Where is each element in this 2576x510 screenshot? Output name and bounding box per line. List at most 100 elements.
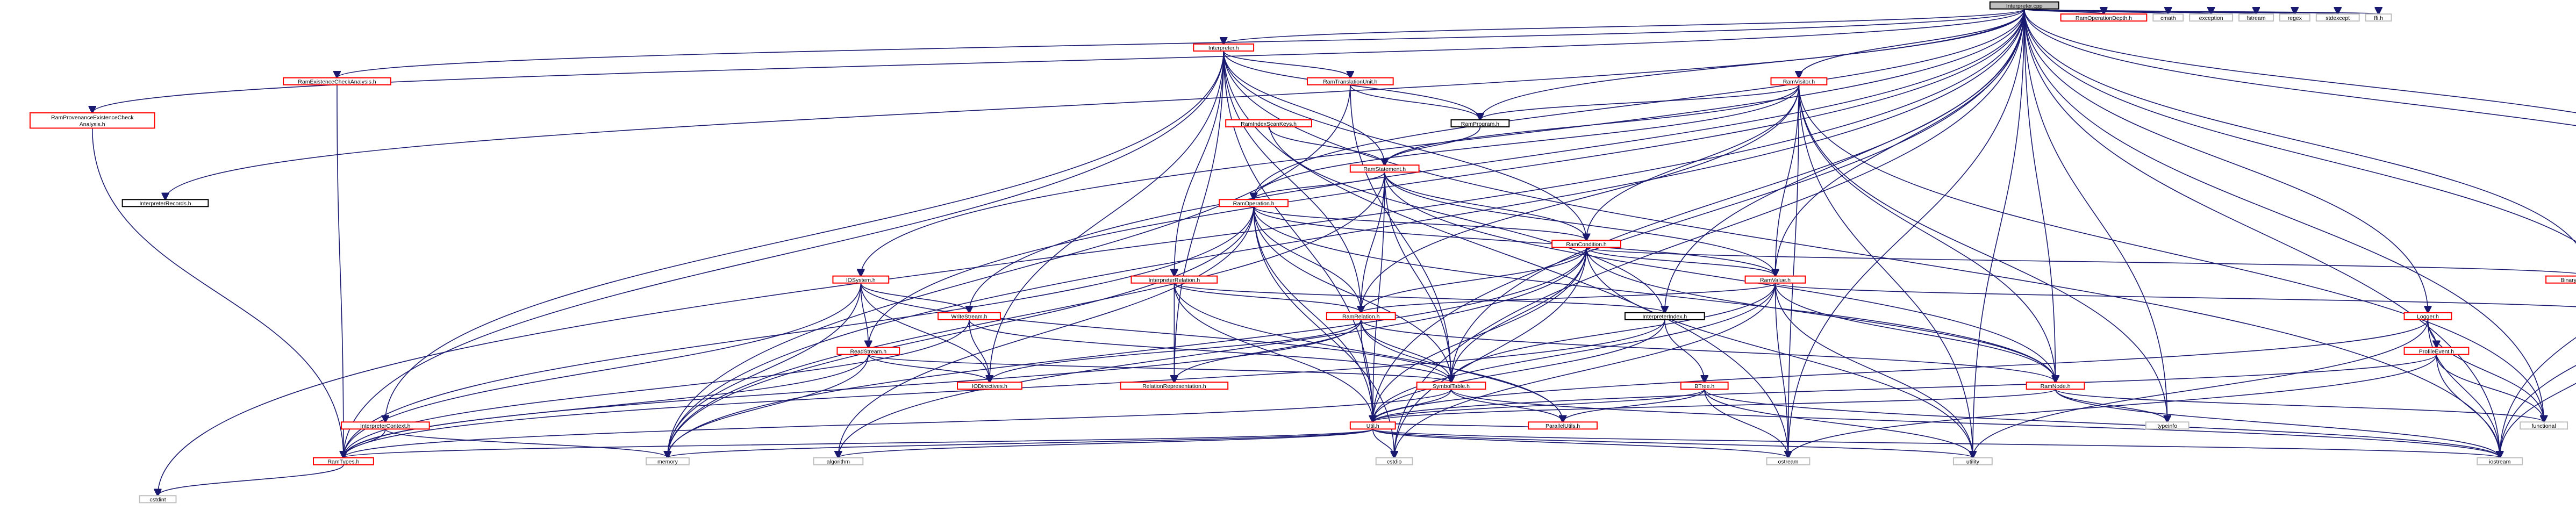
node-label: RamProvenanceExistenceCheck: [51, 114, 134, 121]
node-io-system[interactable]: IOSystem.h: [832, 275, 890, 284]
edge-interpreter_cpp-to-functional: [2023, 9, 2544, 422]
node-read-stream[interactable]: ReadStream.h: [836, 347, 900, 355]
node-logger[interactable]: Logger.h: [2403, 312, 2452, 320]
edge-interpreter_relation-to-ram_relation: [1173, 283, 1361, 313]
edge-interpreter_index-to-util: [1373, 319, 1665, 422]
edge-profile_event-to-functional: [2436, 354, 2544, 422]
edge-interpreter_cpp-to-cstdint: [158, 9, 2025, 496]
node-interpreter-relation[interactable]: InterpreterRelation.h: [1130, 275, 1218, 284]
node-ram-program[interactable]: RamProgram.h: [1450, 119, 1510, 128]
edge-interpreter_cpp-to-ram_existence_check: [337, 8, 2025, 78]
edge-ram_statement-to-symbol_table: [1384, 172, 1451, 382]
edge-ram_operation-to-ram_types: [344, 206, 1254, 457]
node-symbol-table[interactable]: SymbolTable.h: [1416, 382, 1486, 390]
node-memory: memory: [645, 457, 690, 465]
node-relation-representation[interactable]: RelationRepresentation.h: [1120, 382, 1229, 390]
node-functional: functional: [2520, 421, 2568, 430]
edge-interpreter_h-to-ram_types: [344, 51, 1224, 458]
edge-ram_visitor-to-ostream: [1788, 84, 1800, 458]
node-profile-event[interactable]: ProfileEvent.h: [2403, 347, 2470, 355]
edge-ram_relation-to-parallel_utils: [1360, 319, 1563, 422]
node-box: [1193, 43, 1255, 52]
node-interpreter-cpp[interactable]: Interpreter.cpp: [1989, 1, 2059, 10]
node-label: algorithm: [827, 459, 850, 465]
node-interpreter-context[interactable]: InterpreterContext.h: [340, 421, 430, 430]
node-label: RamStatement.h: [1363, 166, 1406, 173]
node-ram-relation[interactable]: RamRelation.h: [1326, 312, 1396, 320]
edge-ram_node-to-iostream: [2055, 389, 2500, 458]
node-label: Analysis.h: [80, 121, 105, 128]
edge-ram_value-to-symbol_table: [1451, 283, 1776, 382]
node-label: cstdint: [149, 497, 166, 503]
node-label: Util.h: [1366, 423, 1379, 429]
edge-interpreter_index-to-btree: [1664, 319, 1705, 382]
node-ram-condition[interactable]: RamCondition.h: [1551, 240, 1621, 248]
edge-profile_event-to-iostream: [2436, 354, 2500, 458]
node-ram-statement[interactable]: RamStatement.h: [1349, 164, 1420, 173]
node-box: [1120, 382, 1229, 390]
edge-interpreter_cpp-to-ram_prov_check: [92, 9, 2025, 113]
edge-logger-to-iostream: [2427, 319, 2500, 458]
node-ram-op-depth[interactable]: RamOperationDepth.h: [2060, 13, 2148, 22]
node-box: [1744, 275, 1806, 284]
node-interpreter-h[interactable]: Interpreter.h: [1193, 43, 1255, 52]
node-fstream: fstream: [2238, 13, 2274, 22]
node-ram-visitor[interactable]: RamVisitor.h: [1770, 77, 1828, 85]
edge-ram_value-to-ram_node: [1774, 283, 2055, 382]
edge-ram_operation-to-cstdio: [1253, 206, 1394, 457]
node-label: RamNode.h: [2041, 383, 2071, 390]
node-util[interactable]: Util.h: [1349, 421, 1396, 430]
node-label: typeinfo: [2157, 423, 2177, 429]
node-parallel-utils[interactable]: ParallelUtils.h: [1528, 421, 1598, 430]
node-ram-types[interactable]: RamTypes.h: [313, 457, 374, 465]
node-ram-existence-check[interactable]: RamExistenceCheckAnalysis.h: [283, 77, 391, 85]
edge-interpreter_cpp-to-write_stream: [969, 9, 2025, 313]
edge-interpreter_cpp-to-ram_program: [1480, 9, 2025, 120]
node-exception: exception: [2189, 13, 2234, 22]
node-interpreter-index[interactable]: InterpreterIndex.h: [1624, 312, 1705, 320]
edge-symbol_table-to-iostream: [1450, 389, 2500, 458]
node-box: [1349, 164, 1420, 173]
node-label: iostream: [2489, 459, 2511, 465]
node-binary-constraint-ops[interactable]: BinaryConstraintOps.h: [2545, 275, 2576, 284]
edge-global-to-iostream: [2500, 337, 2576, 457]
edge-interpreter_index-to-ram_index_scan_keys: [1269, 120, 1665, 320]
node-ram-operation[interactable]: RamOperation.h: [1219, 199, 1289, 207]
edge-ram_node-to-util: [1373, 389, 2056, 422]
node-label: InterpreterRecords.h: [139, 200, 191, 207]
node-io-directives[interactable]: IODirectives.h: [957, 382, 1022, 390]
edge-util-to-ram_types: [344, 428, 1373, 457]
node-interpreter-records[interactable]: InterpreterRecords.h: [121, 199, 209, 207]
node-box: [121, 199, 209, 207]
node-label: ffi.h: [2374, 15, 2383, 21]
node-label: InterpreterRelation.h: [1148, 277, 1200, 283]
node-ram-value[interactable]: RamValue.h: [1744, 275, 1806, 284]
node-ram-node[interactable]: RamNode.h: [2026, 382, 2085, 390]
edge-interpreter_cpp-to-utility: [1973, 9, 2025, 458]
node-btree[interactable]: BTree.h: [1680, 382, 1729, 390]
edge-ram_translation_unit-to-memory: [668, 84, 1351, 458]
node-box: [1225, 119, 1312, 128]
edge-signal_handler-to-iostream: [2500, 365, 2576, 457]
edge-ram_relation-to-ram_types: [344, 319, 1362, 458]
node-box: [1306, 77, 1394, 85]
node-ram-index-scan-keys[interactable]: RamIndexScanKeys.h: [1225, 119, 1312, 128]
edge-interpreter_h-to-util: [1223, 51, 1373, 422]
node-label: RamValue.h: [1760, 277, 1791, 283]
node-iostream: iostream: [2477, 457, 2523, 465]
node-label: ProfileEvent.h: [2419, 348, 2455, 355]
edge-ram_translation_unit-to-ram_program: [1350, 84, 1480, 120]
edge-ram_operation-to-ram_condition: [1253, 206, 1586, 240]
node-label: RelationRepresentation.h: [1142, 383, 1206, 390]
edge-io_system-to-memory: [668, 283, 862, 458]
edge-logger-to-utility: [1973, 319, 2429, 458]
node-box: [1219, 199, 1289, 207]
node-write-stream[interactable]: WriteStream.h: [938, 312, 1001, 320]
node-ram-translation-unit[interactable]: RamTranslationUnit.h: [1306, 77, 1394, 85]
edge-functor_ops-to-iostream: [2500, 383, 2576, 458]
edge-util-to-cstdio: [1372, 429, 1394, 457]
edge-ram_visitor-to-ram_condition: [1586, 84, 1800, 240]
edge-ram_condition-to-memory: [668, 247, 1587, 457]
